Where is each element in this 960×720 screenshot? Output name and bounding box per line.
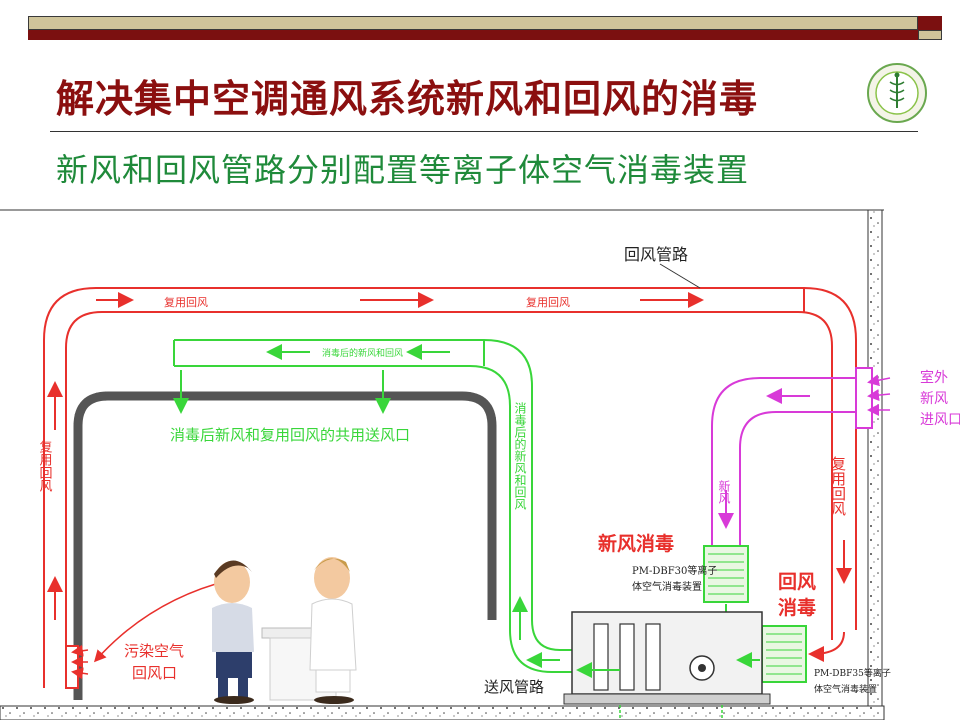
- outdoor-intake-label-2: 新风: [920, 391, 948, 407]
- header-corner-dark: [918, 16, 942, 30]
- device-35-label-1: PM-DBF35等离子: [814, 667, 891, 679]
- shared-supply-outlet-label: 消毒后新风和复用回风的共用送风口: [170, 426, 410, 444]
- exhaled-air-flow: [93, 579, 231, 663]
- supply-duct-inner: [174, 365, 580, 673]
- return-duct-label: 回风管路: [624, 245, 688, 264]
- device-30-label-1: PM-DBF30等离子: [632, 564, 717, 577]
- return-duct-inner: [65, 311, 833, 688]
- supply-duct-outer: [174, 339, 580, 651]
- header-stripe: [28, 16, 918, 30]
- outdoor-louver: [855, 367, 873, 429]
- disinfected-air-vertical-label: 消毒后的新风和回风: [513, 402, 527, 511]
- device-35-label-2: 体空气消毒装置: [814, 683, 877, 695]
- device-dbf30: [703, 545, 749, 603]
- disinfected-air-top-label: 消毒后的新风和回风: [322, 347, 403, 359]
- supply-duct-label: 送风管路: [484, 678, 544, 696]
- floor-slab: [0, 705, 885, 720]
- return-air-disinfection-label-1: 回风: [778, 571, 816, 593]
- fresh-duct-inner: [739, 411, 856, 550]
- return-air-disinfection-label-2: 消毒: [778, 596, 816, 619]
- outdoor-intake-label-1: 室外: [920, 369, 948, 386]
- fresh-air-disinfection-label: 新风消毒: [598, 532, 674, 555]
- fresh-air-vertical-label: 新风: [717, 479, 731, 505]
- header-decoration-bar: [28, 16, 942, 40]
- header-band: [28, 30, 918, 40]
- reuse-return-air-label-1: 复用回风: [164, 295, 208, 309]
- page-title: 解决集中空调通风系统新风和回风的消毒: [56, 77, 759, 121]
- exterior-wall: [867, 209, 883, 720]
- doctor-icon: [309, 557, 357, 704]
- outdoor-intake-label-3: 进风口: [920, 412, 960, 428]
- reuse-return-air-label-2: 复用回风: [526, 295, 570, 309]
- patient-icon: [212, 560, 254, 704]
- polluted-air-label-2: 回风口: [132, 664, 177, 682]
- reuse-return-air-left-label: 复用回风: [37, 440, 53, 493]
- ventilation-diagram: 回风管路 复用回风 复用回风 消毒后的新风和回风 消毒后新风和复用回风的共用送风…: [0, 209, 960, 720]
- reuse-return-air-right-label: 复用回风: [829, 455, 847, 517]
- device-30-label-2: 体空气消毒装置: [632, 580, 702, 593]
- page-subtitle: 新风和回风管路分别配置等离子体空气消毒装置: [56, 151, 750, 189]
- title-divider: [50, 131, 918, 132]
- header-corner-light: [918, 30, 942, 40]
- fresh-duct-outer: [711, 377, 856, 550]
- return-duct-outer: [43, 287, 857, 688]
- polluted-air-label-1: 污染空气: [124, 642, 184, 660]
- medical-association-logo-icon: [867, 63, 927, 123]
